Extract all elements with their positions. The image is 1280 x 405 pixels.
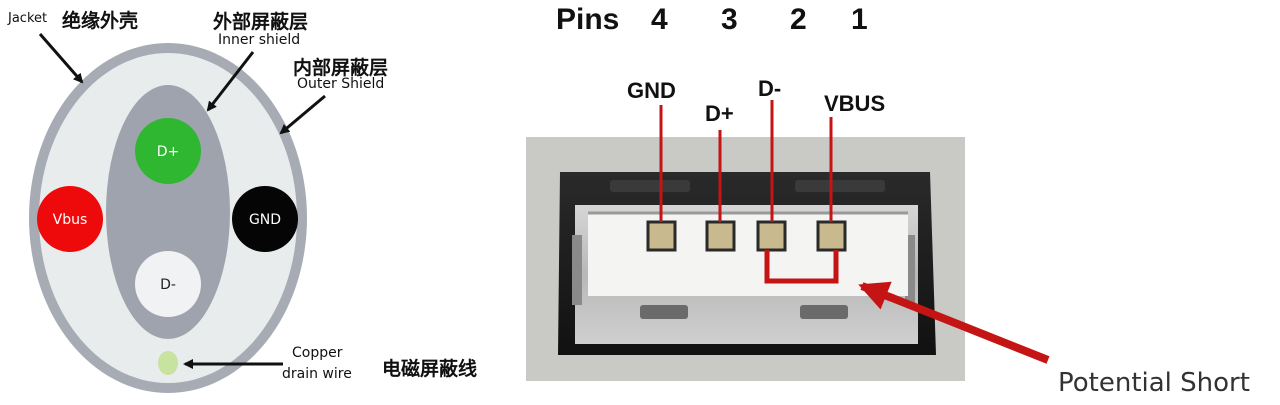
- pin-contact-1: [816, 220, 847, 252]
- shell-tab: [610, 180, 690, 192]
- shell-notch: [572, 235, 582, 305]
- shell-notch: [905, 235, 915, 305]
- drain-label-cn: 电磁屏蔽线: [382, 358, 478, 380]
- pin-number-2: 2: [790, 3, 807, 36]
- pin-contact-2: [756, 220, 787, 252]
- wire-dplus: [135, 118, 201, 184]
- pins-title: Pins: [556, 3, 620, 36]
- pin-contact-3: [705, 220, 736, 252]
- pin-label-vbus: VBUS: [824, 91, 886, 116]
- pin-label-dminus: D-: [758, 76, 782, 101]
- short-arrow: [858, 281, 1050, 364]
- wire-gnd: [232, 186, 298, 252]
- wire-dminus-label: D-: [160, 277, 176, 293]
- potential-short-label: Potential Short: [1058, 368, 1250, 398]
- pin-contact-4: [646, 220, 677, 252]
- wire-gnd-label: GND: [249, 212, 281, 228]
- drain-wire: [158, 351, 178, 375]
- outer-shield-label-en: Outer Shield: [297, 76, 385, 92]
- shell-tab: [795, 180, 885, 192]
- jacket-arrow: [38, 33, 84, 84]
- pin-number-3: 3: [721, 3, 738, 36]
- outer-shield-arrow: [279, 94, 326, 135]
- shell-slot: [640, 305, 688, 319]
- pin-label-gnd: GND: [627, 78, 676, 103]
- inner-shield-label-en: Inner shield: [218, 32, 301, 48]
- drain-label-en-1: Copper: [292, 345, 343, 361]
- pin-number-1: 1: [851, 3, 868, 36]
- wire-vbus: [37, 186, 103, 252]
- drain-label-en-2: drain wire: [282, 366, 352, 382]
- connector-tongue: [588, 213, 908, 296]
- wire-dminus: [135, 251, 201, 317]
- wire-dplus-label: D+: [157, 144, 180, 160]
- short-bracket: [764, 250, 839, 284]
- inner-shield-arrow: [206, 51, 255, 112]
- shell-slot: [800, 305, 848, 319]
- wire-vbus-label: Vbus: [53, 212, 88, 228]
- outer-shield-label-cn: 内部屏蔽层: [293, 57, 389, 79]
- pin-number-4: 4: [651, 3, 668, 36]
- jacket-label-cn: 绝缘外壳: [62, 10, 139, 32]
- pin-label-dplus: D+: [705, 101, 734, 126]
- jacket-label-en: Jacket: [8, 11, 48, 26]
- inner-shield-label-cn: 外部屏蔽层: [213, 11, 309, 33]
